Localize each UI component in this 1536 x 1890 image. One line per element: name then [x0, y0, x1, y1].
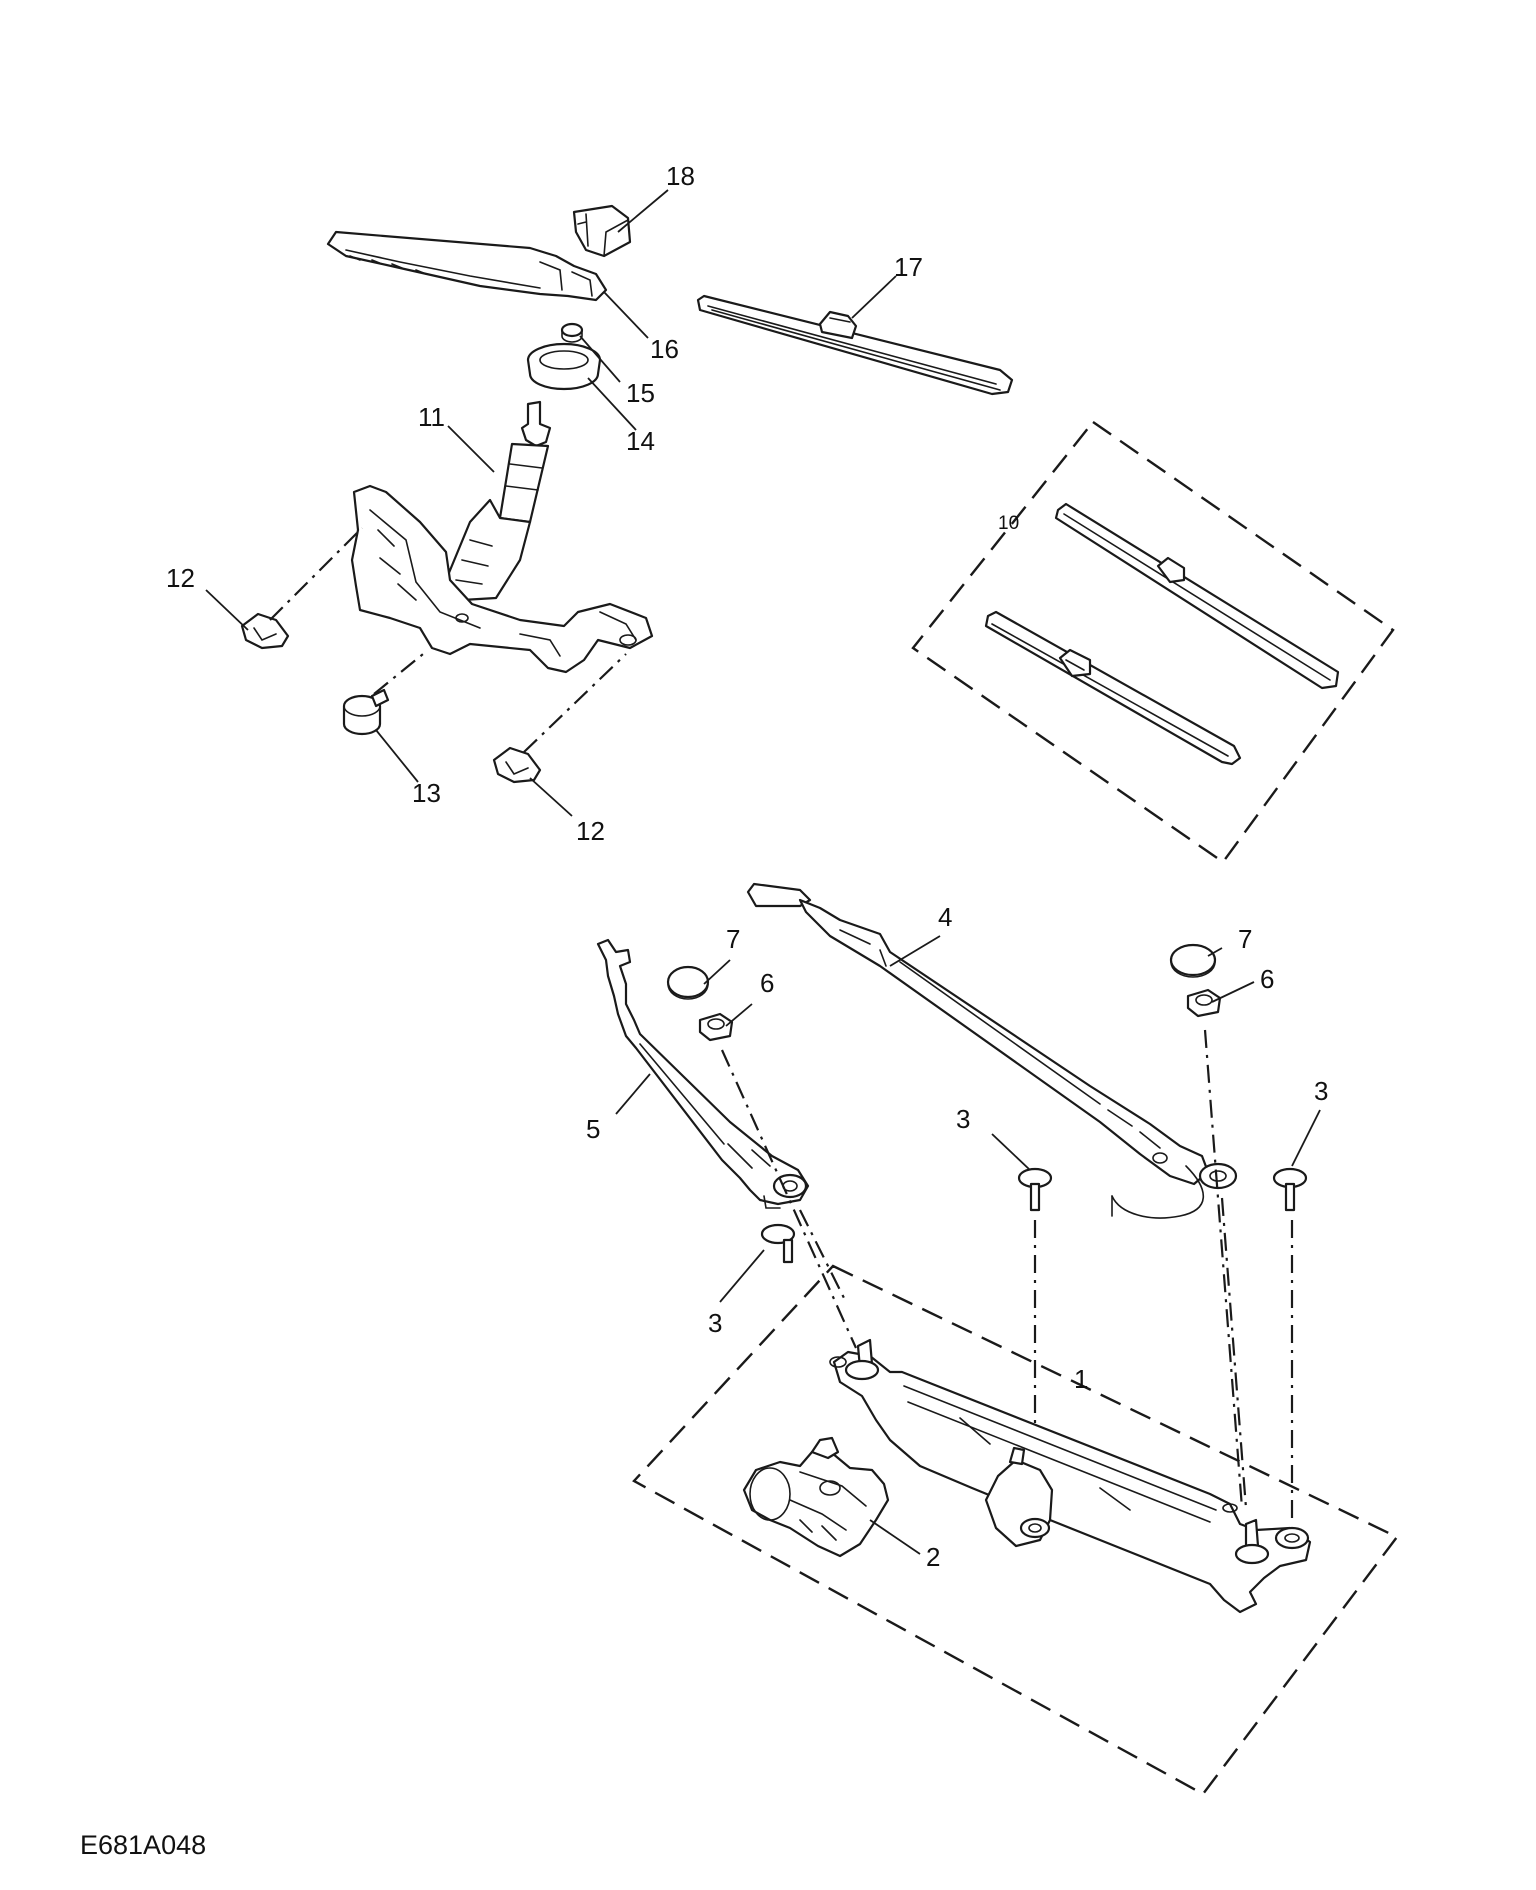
rear-arm-cap — [572, 204, 632, 258]
align-line-right-nut — [1203, 1029, 1244, 1509]
callout-15: 15 — [626, 378, 655, 408]
arm-nut-left — [698, 1012, 734, 1042]
linkage-dashed-box — [632, 1264, 1399, 1796]
front-wiper-arm-long — [746, 882, 1238, 1219]
callout-17: 17 — [894, 252, 923, 282]
callout-14: 14 — [626, 426, 655, 456]
callout-7-right: 7 — [1238, 924, 1252, 954]
callout-5: 5 — [586, 1114, 600, 1144]
callout-10: 10 — [998, 513, 1019, 534]
rear-arm-nut — [560, 322, 584, 343]
callout-11: 11 — [418, 402, 445, 432]
callout-12-upper: 12 — [166, 563, 195, 593]
linkage-bolt-left — [760, 1223, 796, 1264]
align-line-left-arm — [799, 1209, 847, 1303]
callout-13: 13 — [412, 778, 441, 808]
arm-cap-left — [666, 965, 710, 1000]
leader-lines — [205, 189, 1321, 1555]
align-line-right-arm — [1220, 1197, 1248, 1509]
rear-bracket-grommet-lower — [492, 746, 542, 784]
callout-6-left: 6 — [760, 968, 774, 998]
arm-cap-right — [1169, 943, 1217, 978]
arm-nut-right — [1186, 988, 1222, 1018]
callout-3-center: 3 — [956, 1104, 970, 1134]
linkage-bolt-center — [1017, 1167, 1053, 1212]
wiper-linkage — [829, 1338, 1312, 1614]
rear-bracket-bolt — [342, 688, 390, 736]
callout-7-left: 7 — [726, 924, 740, 954]
callout-18: 18 — [666, 161, 695, 191]
callout-1: 1 — [1074, 1364, 1088, 1394]
rear-grommet — [526, 342, 602, 391]
callout-3-left: 3 — [708, 1308, 722, 1338]
align-line-grommet-lower — [523, 653, 627, 753]
callout-4: 4 — [938, 902, 952, 932]
callout-6-right: 6 — [1260, 964, 1274, 994]
rear-bracket-grommet-upper — [240, 612, 290, 650]
blade-kit-dashed-box — [911, 420, 1395, 864]
front-wiper-arm-short — [596, 938, 810, 1209]
diagram-code: E681A048 — [80, 1830, 207, 1860]
rear-wiper-arm — [326, 230, 608, 302]
front-wiper-motor — [742, 1436, 890, 1558]
align-line-left-spindle — [720, 1049, 858, 1349]
callout-2: 2 — [926, 1542, 940, 1572]
align-line-bolt — [373, 649, 429, 695]
rear-wiper-blade — [696, 294, 1014, 396]
front-blade-kit — [911, 420, 1395, 864]
linkage-bolt-right — [1272, 1167, 1308, 1212]
align-line-grommet-upper — [269, 527, 363, 621]
callout-3-right: 3 — [1314, 1076, 1328, 1106]
callout-12-lower: 12 — [576, 816, 605, 846]
rear-wiper-motor — [350, 400, 654, 674]
callout-16: 16 — [650, 334, 679, 364]
